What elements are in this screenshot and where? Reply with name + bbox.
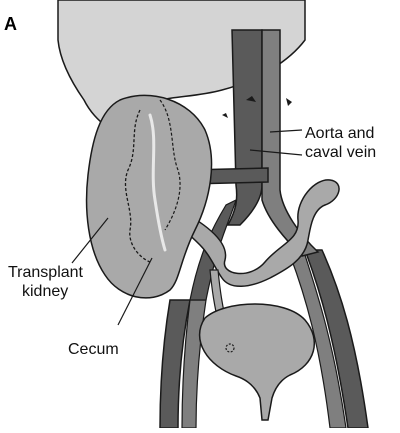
cecum-label: Cecum [68, 340, 119, 359]
vessel-mark-2 [286, 98, 292, 106]
kidney-label-line-1: Transplant [8, 263, 83, 282]
aorta-label-line-1: Aorta and [305, 124, 376, 143]
aorta-label-line-2: caval vein [305, 143, 376, 162]
aorta-label: Aorta and caval vein [305, 124, 376, 162]
bladder [200, 304, 315, 420]
vessel-mark-3 [222, 113, 228, 118]
caval-vein [228, 30, 262, 225]
kidney-label-line-2: kidney [8, 282, 83, 301]
transplant-kidney-label: Transplant kidney [8, 263, 83, 301]
transplant-kidney [87, 95, 212, 298]
panel-letter: A [4, 14, 17, 35]
